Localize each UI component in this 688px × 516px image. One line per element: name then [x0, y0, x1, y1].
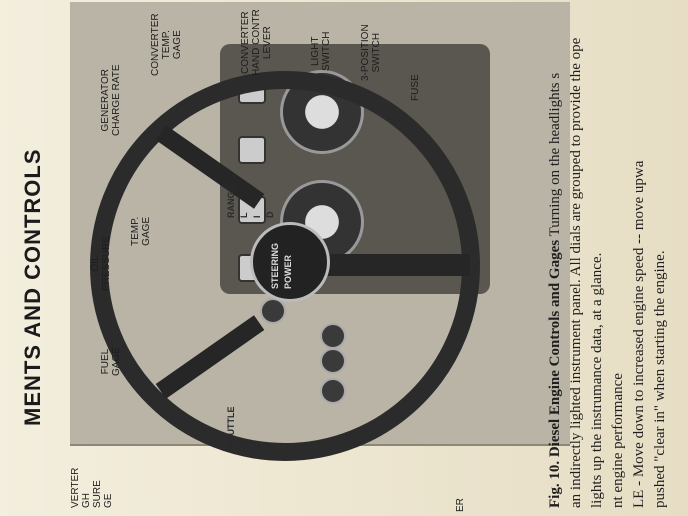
caption-line-4: nt engine performance — [610, 373, 626, 508]
range-indicator: RANGE L I D — [226, 185, 275, 218]
figure-caption: Fig. 10. Diesel Engine Controls and Gage… — [545, 0, 671, 508]
figure-title: Diesel Engine Controls and Gages — [547, 239, 563, 458]
label-fuse: FUSE — [410, 74, 421, 101]
label-light-switch: LIGHT SWITCH — [310, 31, 332, 71]
figure-label: Fig. 10. — [547, 460, 563, 508]
caption-line-3: lights up the instrumance data, at a gla… — [589, 252, 605, 508]
shuttle-indicator: SHUTTLE R I F — [226, 406, 275, 449]
label-fuel-gage: FUEL GAGE — [100, 347, 122, 376]
caption-line-2: an indirectly lighted instrument panel. … — [568, 37, 584, 508]
label-converter-high-pressure: VERTER GH SURE GE — [70, 467, 114, 508]
caption-line-6: pushed "clear in" when starting the engi… — [652, 250, 668, 508]
label-converter-hand-control-lever: CONVERTER HAND CONTR LEVER — [240, 9, 273, 76]
label-temp-gage: TEMP. GAGE — [130, 216, 152, 246]
wheel-spoke-bottom — [320, 254, 470, 276]
hub-text: STEERING POWER — [270, 242, 293, 289]
label-generator-charge-rate: GENERATOR CHARGE RATE — [100, 64, 122, 137]
label-three-position-switch: 3-POSITION SWITCH — [360, 24, 382, 81]
steering-hub: STEERING POWER — [250, 222, 330, 302]
label-oil-pressure: OIL PRESSURE — [90, 235, 112, 291]
caption-line-5b: LE — [631, 489, 647, 508]
section-heading: MENTS AND CONTROLS — [20, 148, 45, 426]
caption-line-1: Turning on the headlights s — [547, 72, 563, 237]
label-converter-temp-gage: CONVERTER TEMP. GAGE — [150, 13, 183, 76]
label-bottom: ER — [455, 498, 466, 512]
caption-line-5a: - Move down to increased engine speed --… — [631, 160, 647, 486]
